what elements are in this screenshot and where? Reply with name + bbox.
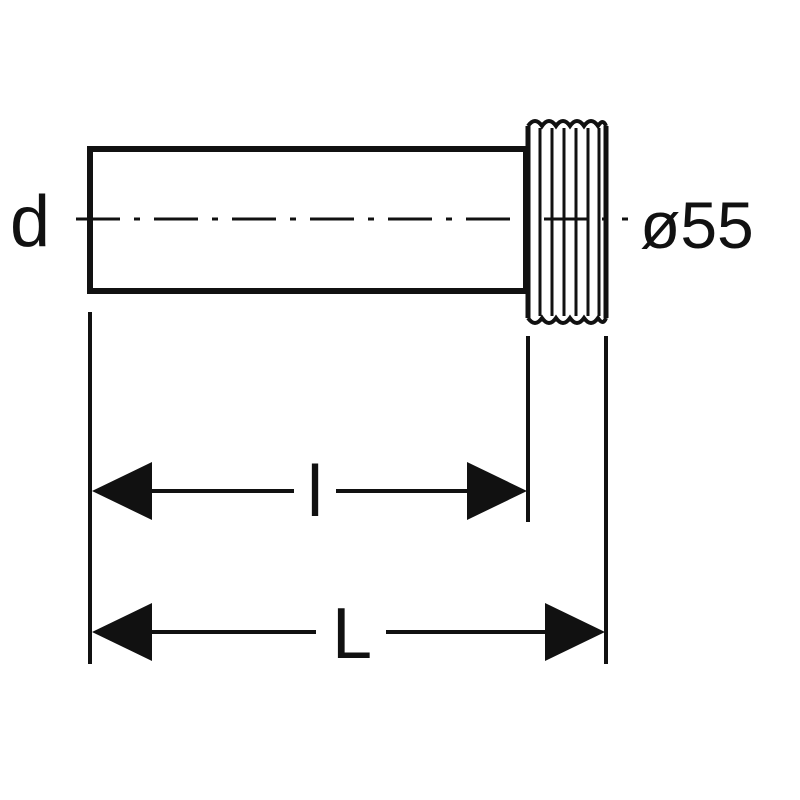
dimension-short-length xyxy=(92,462,527,520)
arrowhead-left-icon xyxy=(92,462,152,520)
dimension-total-length xyxy=(92,603,605,661)
arrowhead-right-icon xyxy=(467,462,527,520)
arrowhead-left-icon xyxy=(92,603,152,661)
label-length-L: L xyxy=(332,594,372,674)
label-diameter-55: ø55 xyxy=(640,188,754,262)
arrowhead-right-icon xyxy=(545,603,605,661)
threaded-end xyxy=(525,119,609,325)
label-diameter-d: d xyxy=(10,182,50,262)
label-length-l: l xyxy=(307,452,323,532)
